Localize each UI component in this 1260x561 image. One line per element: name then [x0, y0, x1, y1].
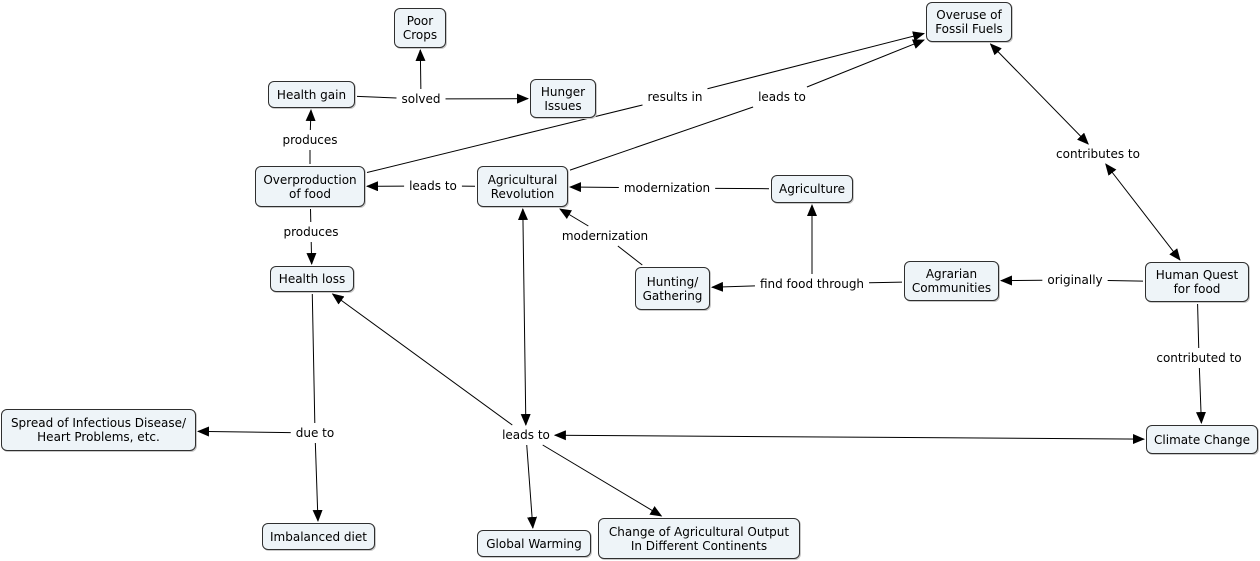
- connection-line: [311, 293, 316, 424]
- link-label-contributes-to: contributes to: [1053, 146, 1143, 162]
- connection-line: [331, 293, 513, 426]
- connection-line: [366, 104, 643, 174]
- connection-line: [559, 208, 589, 227]
- link-label-leads-to: leads to: [499, 427, 553, 443]
- link-label-produces: produces: [280, 224, 342, 240]
- connection-line: [711, 281, 755, 292]
- link-label-produces: produces: [279, 132, 341, 148]
- link-label-leads-to: leads to: [755, 89, 809, 105]
- link-label-modernization: modernization: [620, 180, 714, 196]
- concept-human-quest-for-food[interactable]: Human Quest for food: [1145, 262, 1249, 302]
- link-label-solved: solved: [398, 91, 444, 107]
- connection-line: [542, 444, 663, 517]
- connection-line: [312, 442, 323, 522]
- concept-spread-of-infectious-disease[interactable]: Spread of Infectious Disease/ Heart Prob…: [1, 409, 196, 451]
- concept-agrarian-communities[interactable]: Agrarian Communities: [904, 261, 999, 301]
- link-label-find-food-through: find food through: [756, 276, 868, 292]
- connection-line: [707, 31, 925, 90]
- connection-line: [989, 43, 1089, 145]
- link-label-modernization: modernization: [558, 228, 652, 244]
- connection-line: [415, 49, 426, 90]
- connection-line: [1197, 303, 1200, 349]
- concept-hunger-issues[interactable]: Hunger Issues: [530, 79, 596, 118]
- concept-agricultural-revolution[interactable]: Agricultural Revolution: [477, 166, 568, 207]
- connection-line: [1105, 163, 1181, 261]
- concept-imbalanced-diet[interactable]: Imbalanced diet: [262, 523, 375, 550]
- connection-line: [305, 109, 316, 131]
- concept-change-of-agricultural-output[interactable]: Change of Agricultural Output In Differe…: [598, 518, 800, 559]
- connection-line: [553, 430, 1145, 445]
- concept-health-gain[interactable]: Health gain: [268, 81, 355, 108]
- concept-hunting-gathering[interactable]: Hunting/ Gathering: [635, 267, 710, 310]
- concept-poor-crops[interactable]: Poor Crops: [394, 8, 446, 48]
- concept-overuse-of-fossil-fuels[interactable]: Overuse of Fossil Fuels: [926, 2, 1012, 42]
- connection-line: [356, 95, 397, 99]
- link-label-results-in: results in: [644, 89, 706, 105]
- link-label-originally: originally: [1044, 272, 1106, 288]
- connection-line: [1107, 280, 1144, 282]
- connection-line: [869, 281, 903, 284]
- concept-agriculture[interactable]: Agriculture: [771, 175, 853, 203]
- link-label-leads-to: leads to: [406, 178, 460, 194]
- connection-line: [197, 426, 291, 437]
- connection-line: [569, 182, 619, 193]
- connection-line: [517, 208, 531, 426]
- link-label-due-to: due to: [292, 425, 338, 441]
- concept-global-warming[interactable]: Global Warming: [477, 530, 591, 557]
- connection-line: [617, 245, 643, 266]
- concept-overproduction-of-food[interactable]: Overproduction of food: [255, 166, 365, 207]
- connection-line: [1195, 367, 1206, 424]
- connection-line: [526, 444, 538, 529]
- connection-line: [806, 39, 925, 88]
- concept-climate-change[interactable]: Climate Change: [1146, 425, 1258, 454]
- link-label-contributed-to: contributed to: [1153, 350, 1245, 366]
- concept-health-loss[interactable]: Health loss: [270, 266, 354, 292]
- connection-line: [569, 106, 754, 171]
